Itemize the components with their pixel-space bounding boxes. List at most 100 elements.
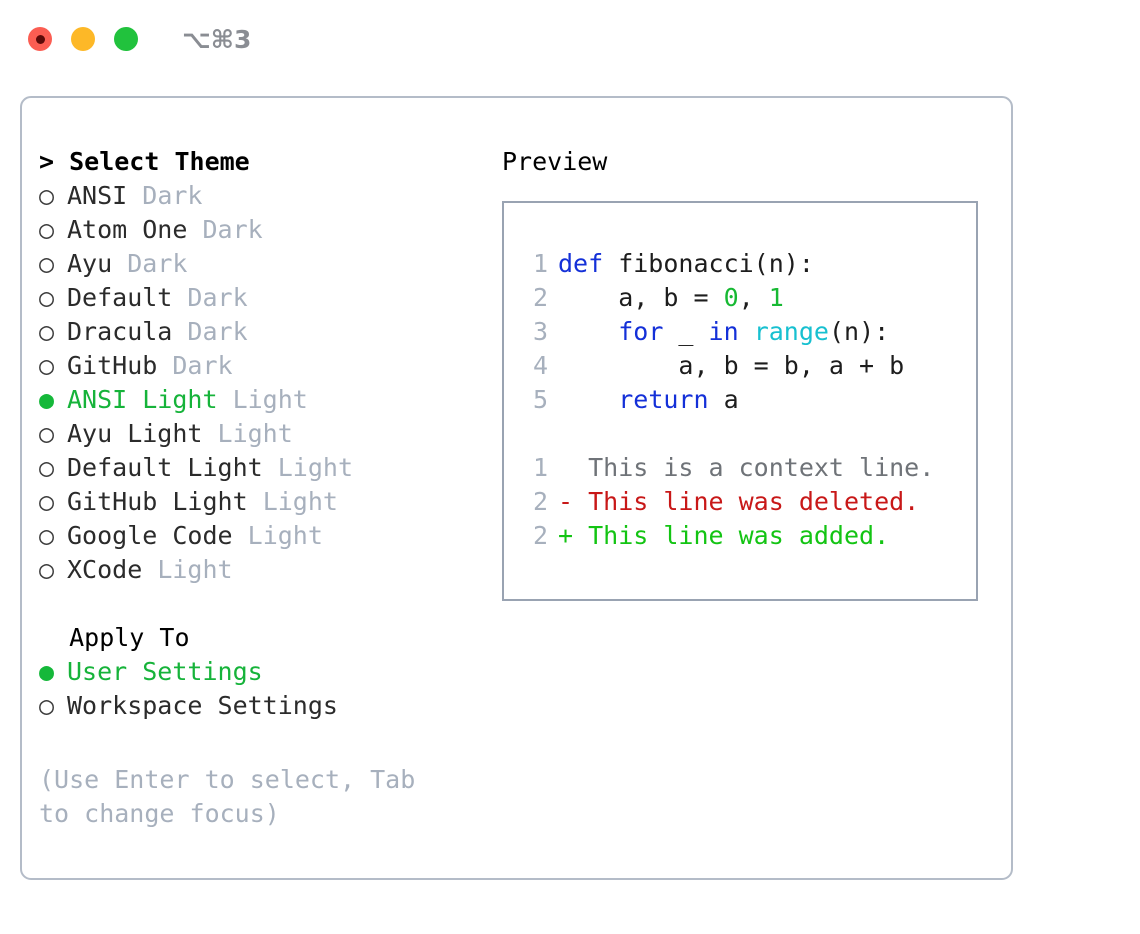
code-token: range xyxy=(753,317,829,346)
select-theme-header: > Select Theme xyxy=(39,147,250,176)
line-number: 1 xyxy=(532,249,548,278)
code-token: def xyxy=(558,249,604,278)
apply-to-user-settings[interactable]: ● User Settings xyxy=(39,655,469,689)
preview-column: Preview 1 def fibonacci(n): 2 a, b = 0, 1… xyxy=(502,145,992,601)
theme-option-variant: Light xyxy=(262,487,338,516)
code-line: 5 return a xyxy=(518,383,976,417)
main-panel: > Select Theme ○ ANSI Dark ○ Atom One Dark… xyxy=(20,96,1013,880)
diff-line-added: 2 + This line was added. xyxy=(518,519,976,553)
theme-option-ansi[interactable]: ○ ANSI Dark xyxy=(39,179,469,213)
code-line: 1 def fibonacci(n): xyxy=(518,247,976,281)
line-number: 2 xyxy=(532,283,548,312)
theme-option-label: XCode xyxy=(67,555,143,584)
diff-line-deleted: 2- This line was deleted. xyxy=(518,485,976,519)
theme-option-label: Default xyxy=(67,283,173,312)
maximize-button[interactable] xyxy=(114,27,138,51)
code-token: 1 xyxy=(768,283,784,312)
line-number: 1 xyxy=(532,453,548,482)
apply-to-workspace-settings[interactable]: ○Workspace Settings xyxy=(39,689,469,723)
code-token xyxy=(558,317,618,346)
code-token: a, b = xyxy=(558,283,724,312)
radio-icon: ○ xyxy=(39,453,55,482)
theme-option-ayu-light[interactable]: ○ Ayu Light Light xyxy=(39,417,469,451)
theme-option-variant: Light xyxy=(247,521,323,550)
theme-option-label: ANSI Light xyxy=(67,385,218,414)
code-token: (n): xyxy=(828,317,890,346)
code-token: a xyxy=(708,385,739,414)
theme-option-label: Dracula xyxy=(67,317,173,346)
diff-text: This line was deleted. xyxy=(588,487,920,516)
help-hint-text: (Use Enter to select, Tab to change focu… xyxy=(39,765,416,828)
line-number: 4 xyxy=(532,351,548,380)
theme-option-label: Ayu Light xyxy=(67,419,203,448)
code-token: , xyxy=(738,283,769,312)
theme-option-label: Default Light xyxy=(67,453,263,482)
line-number: 2 xyxy=(532,487,548,516)
code-token: _ xyxy=(663,317,709,346)
code-token: for xyxy=(618,317,664,346)
diff-line-context: 1 This is a context line. xyxy=(518,451,976,485)
radio-icon: ○ xyxy=(39,317,55,346)
recording-indicator-icon xyxy=(35,34,45,44)
theme-selector-column: > Select Theme ○ ANSI Dark ○ Atom One Dark… xyxy=(39,145,469,723)
theme-option-google-code[interactable]: ○ Google Code Light xyxy=(39,519,469,553)
theme-option-variant: Light xyxy=(232,385,308,414)
theme-option-default[interactable]: ○ Default Dark xyxy=(39,281,469,315)
radio-icon: ○ xyxy=(39,351,55,380)
code-token xyxy=(739,317,754,346)
theme-option-variant: Dark xyxy=(142,181,203,210)
theme-option-ansi-light[interactable]: ● ANSI Light Light xyxy=(39,383,469,417)
code-line: 2 a, b = 0, 1 xyxy=(518,281,976,315)
apply-to-header: Apply To xyxy=(39,623,190,652)
theme-option-dracula[interactable]: ○Dracula Dark xyxy=(39,315,469,349)
code-token: fibonacci(n): xyxy=(603,249,814,278)
theme-option-variant: Dark xyxy=(187,283,248,312)
radio-selected-icon: ● xyxy=(39,657,55,686)
theme-option-variant: Dark xyxy=(127,249,188,278)
minimize-button[interactable] xyxy=(71,27,95,51)
section-spacer xyxy=(39,587,469,621)
radio-selected-icon: ● xyxy=(39,385,55,414)
theme-option-label: ANSI xyxy=(67,181,128,210)
theme-option-variant: Light xyxy=(217,419,293,448)
code-token: 0 xyxy=(723,283,739,312)
window-titlebar: ⌥⌘3 xyxy=(0,0,1140,78)
theme-option-label: GitHub Light xyxy=(67,487,248,516)
code-token: in xyxy=(708,317,739,346)
code-line: 4 a, b = b, a + b xyxy=(518,349,976,383)
theme-option-variant: Dark xyxy=(202,215,263,244)
apply-to-label: User Settings xyxy=(67,657,263,686)
theme-option-label: Google Code xyxy=(67,521,233,550)
radio-icon: ○ xyxy=(39,249,55,278)
theme-option-label: Ayu xyxy=(67,249,113,278)
theme-option-github[interactable]: ○GitHub Dark xyxy=(39,349,469,383)
radio-icon: ○ xyxy=(39,181,55,210)
theme-option-atom-one[interactable]: ○ Atom One Dark xyxy=(39,213,469,247)
radio-icon: ○ xyxy=(39,215,55,244)
theme-option-github-light[interactable]: ○GitHub Light Light xyxy=(39,485,469,519)
code-token: a, b = b, a + b xyxy=(558,351,905,380)
diff-sign: - xyxy=(558,487,589,516)
diff-text: This line was added. xyxy=(588,521,890,550)
panel-columns: > Select Theme ○ ANSI Dark ○ Atom One Dark… xyxy=(22,98,1011,878)
diff-sign: + xyxy=(558,521,589,550)
code-line: 3 for _ in range(n): xyxy=(518,315,976,349)
theme-option-variant: Dark xyxy=(172,351,233,380)
line-number: 2 xyxy=(532,521,548,550)
code-token xyxy=(558,385,618,414)
radio-icon: ○ xyxy=(39,521,55,550)
radio-icon: ○ xyxy=(39,691,55,720)
diff-text: This is a context line. xyxy=(588,453,935,482)
theme-option-variant: Light xyxy=(277,453,353,482)
radio-icon: ○ xyxy=(39,419,55,448)
theme-option-xcode[interactable]: ○XCode Light xyxy=(39,553,469,587)
close-button[interactable] xyxy=(28,27,52,51)
radio-icon: ○ xyxy=(39,283,55,312)
preview-header: Preview xyxy=(502,147,608,176)
theme-option-ayu[interactable]: ○ Ayu Dark xyxy=(39,247,469,281)
theme-option-default-light[interactable]: ○ Default Light Light xyxy=(39,451,469,485)
theme-option-label: Atom One xyxy=(67,215,188,244)
preview-spacer xyxy=(518,417,976,451)
line-number: 3 xyxy=(532,317,548,346)
